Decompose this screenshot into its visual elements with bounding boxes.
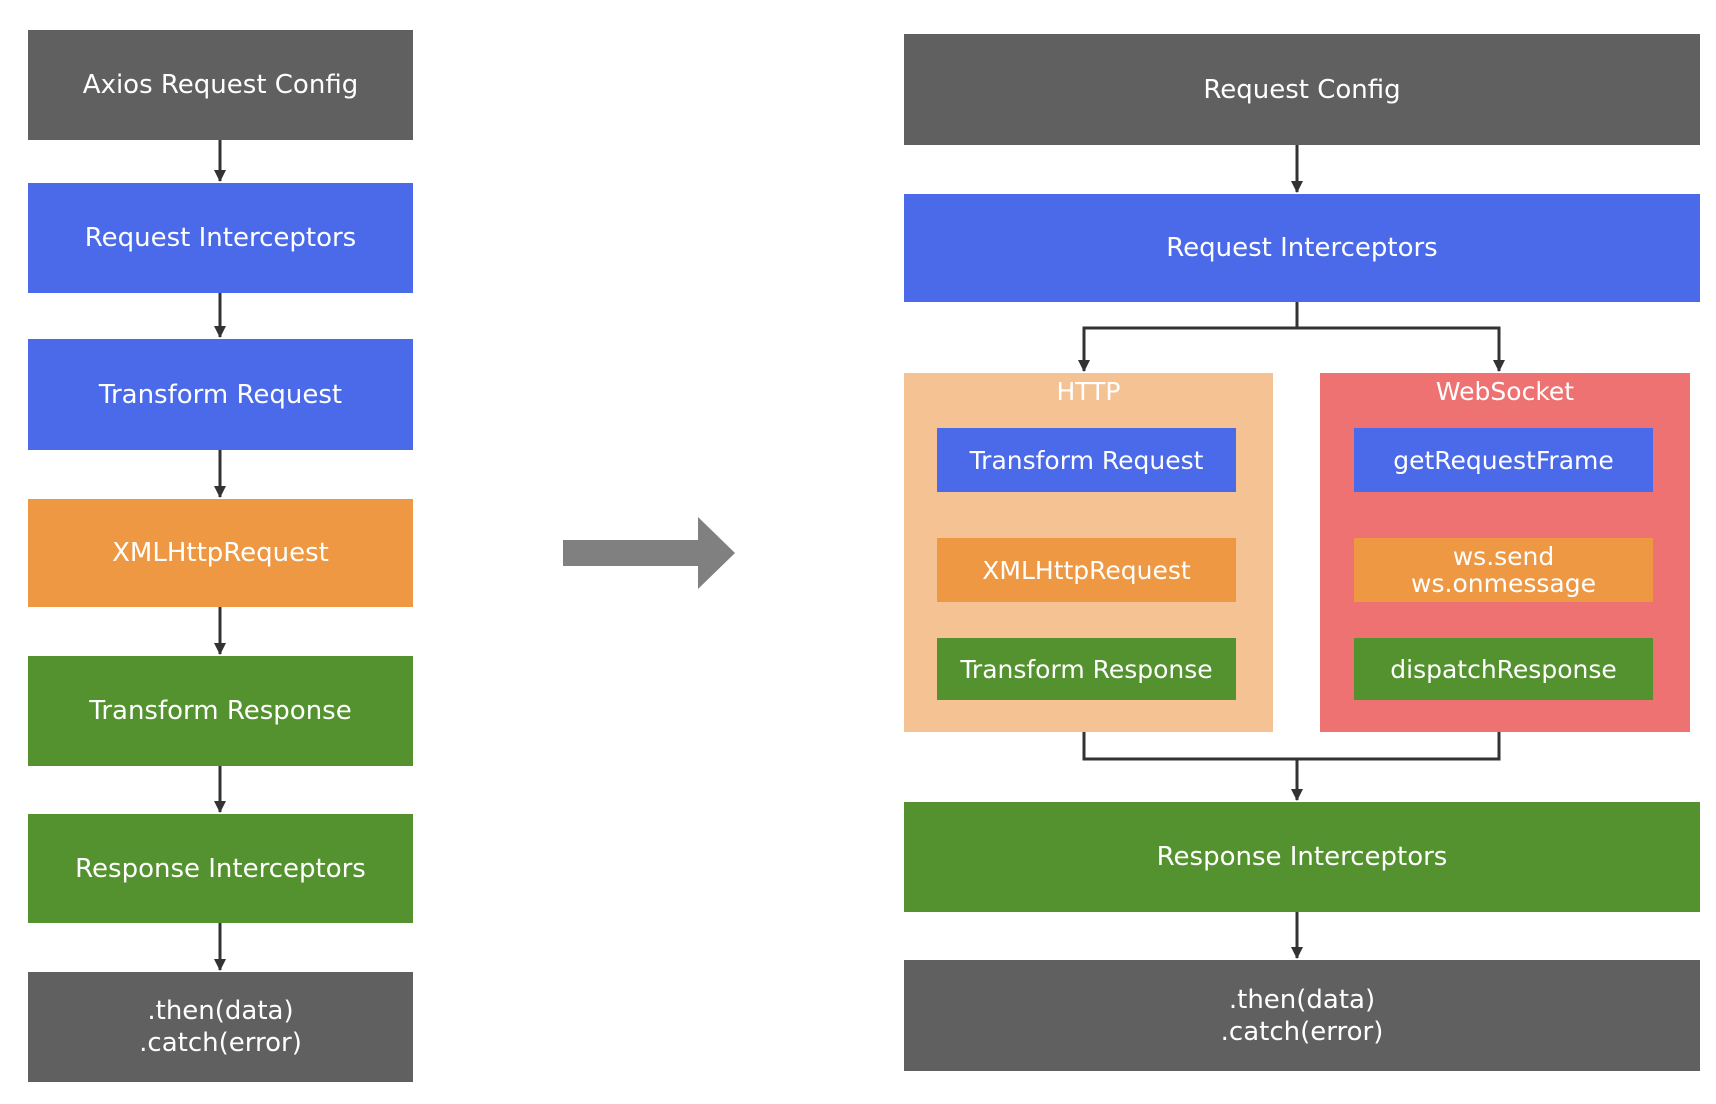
ws-step-dispatch-response: dispatchResponse [1354,638,1653,700]
right-merge-line [1082,732,1501,761]
left-step-label-line-2: .catch(error) [139,1028,302,1058]
left-step-axios-request-config: Axios Request Config [28,30,413,140]
http-group-title: HTTP [1056,377,1121,406]
right-step-label: Request Interceptors [1166,233,1438,263]
right-step-label: Request Config [1203,74,1401,105]
left-step-label: Response Interceptors [75,853,366,884]
left-step-response-interceptors: Response Interceptors [28,814,413,923]
http-step-label: Transform Response [960,654,1213,684]
http-step-xmlhttprequest: XMLHttpRequest [937,538,1236,602]
left-step-label: XMLHttpRequest [112,538,329,568]
ws-step-send-onmessage: ws.send ws.onmessage [1354,538,1653,602]
http-step-label: XMLHttpRequest [982,555,1191,585]
websocket-group-title: WebSocket [1435,377,1575,406]
right-step-label-line-1: .then(data) [1228,984,1376,1015]
left-step-request-interceptors: Request Interceptors [28,183,413,293]
left-step-xmlhttprequest: XMLHttpRequest [28,499,413,607]
left-step-transform-request: Transform Request [28,339,413,450]
http-step-transform-response: Transform Response [937,638,1236,700]
right-step-request-config: Request Config [904,34,1700,145]
http-step-transform-request: Transform Request [937,428,1236,492]
right-step-label: Response Interceptors [1156,842,1448,872]
ws-step-get-request-frame: getRequestFrame [1354,428,1653,492]
left-step-label: Transform Request [98,379,343,410]
ws-step-label: getRequestFrame [1393,445,1614,475]
left-step-label: Request Interceptors [84,223,357,253]
left-step-label-line-1: .then(data) [147,996,294,1026]
left-step-transform-response: Transform Response [28,656,413,766]
right-split-line [1078,302,1299,372]
http-step-label: Transform Request [969,445,1204,475]
right-step-label-line-2: .catch(error) [1220,1016,1384,1047]
left-step-label: Axios Request Config [82,70,359,100]
right-step-result: .then(data) .catch(error) [904,960,1700,1071]
ws-step-label: dispatchResponse [1390,654,1617,684]
http-group: HTTP Transform Request XMLHttpRequest Tr… [904,373,1273,732]
right-arrow-icon [563,517,735,589]
ws-step-label-line-1: ws.send [1452,542,1555,571]
right-step-response-interceptors: Response Interceptors [904,802,1700,912]
left-step-label: Transform Response [89,696,352,726]
websocket-group: WebSocket getRequestFrame ws.send ws.onm… [1320,373,1690,732]
right-step-request-interceptors: Request Interceptors [904,194,1700,302]
right-split-line-websocket [1297,326,1505,372]
left-step-result: .then(data) .catch(error) [28,972,413,1082]
ws-step-label-line-2: ws.onmessage [1411,569,1596,598]
